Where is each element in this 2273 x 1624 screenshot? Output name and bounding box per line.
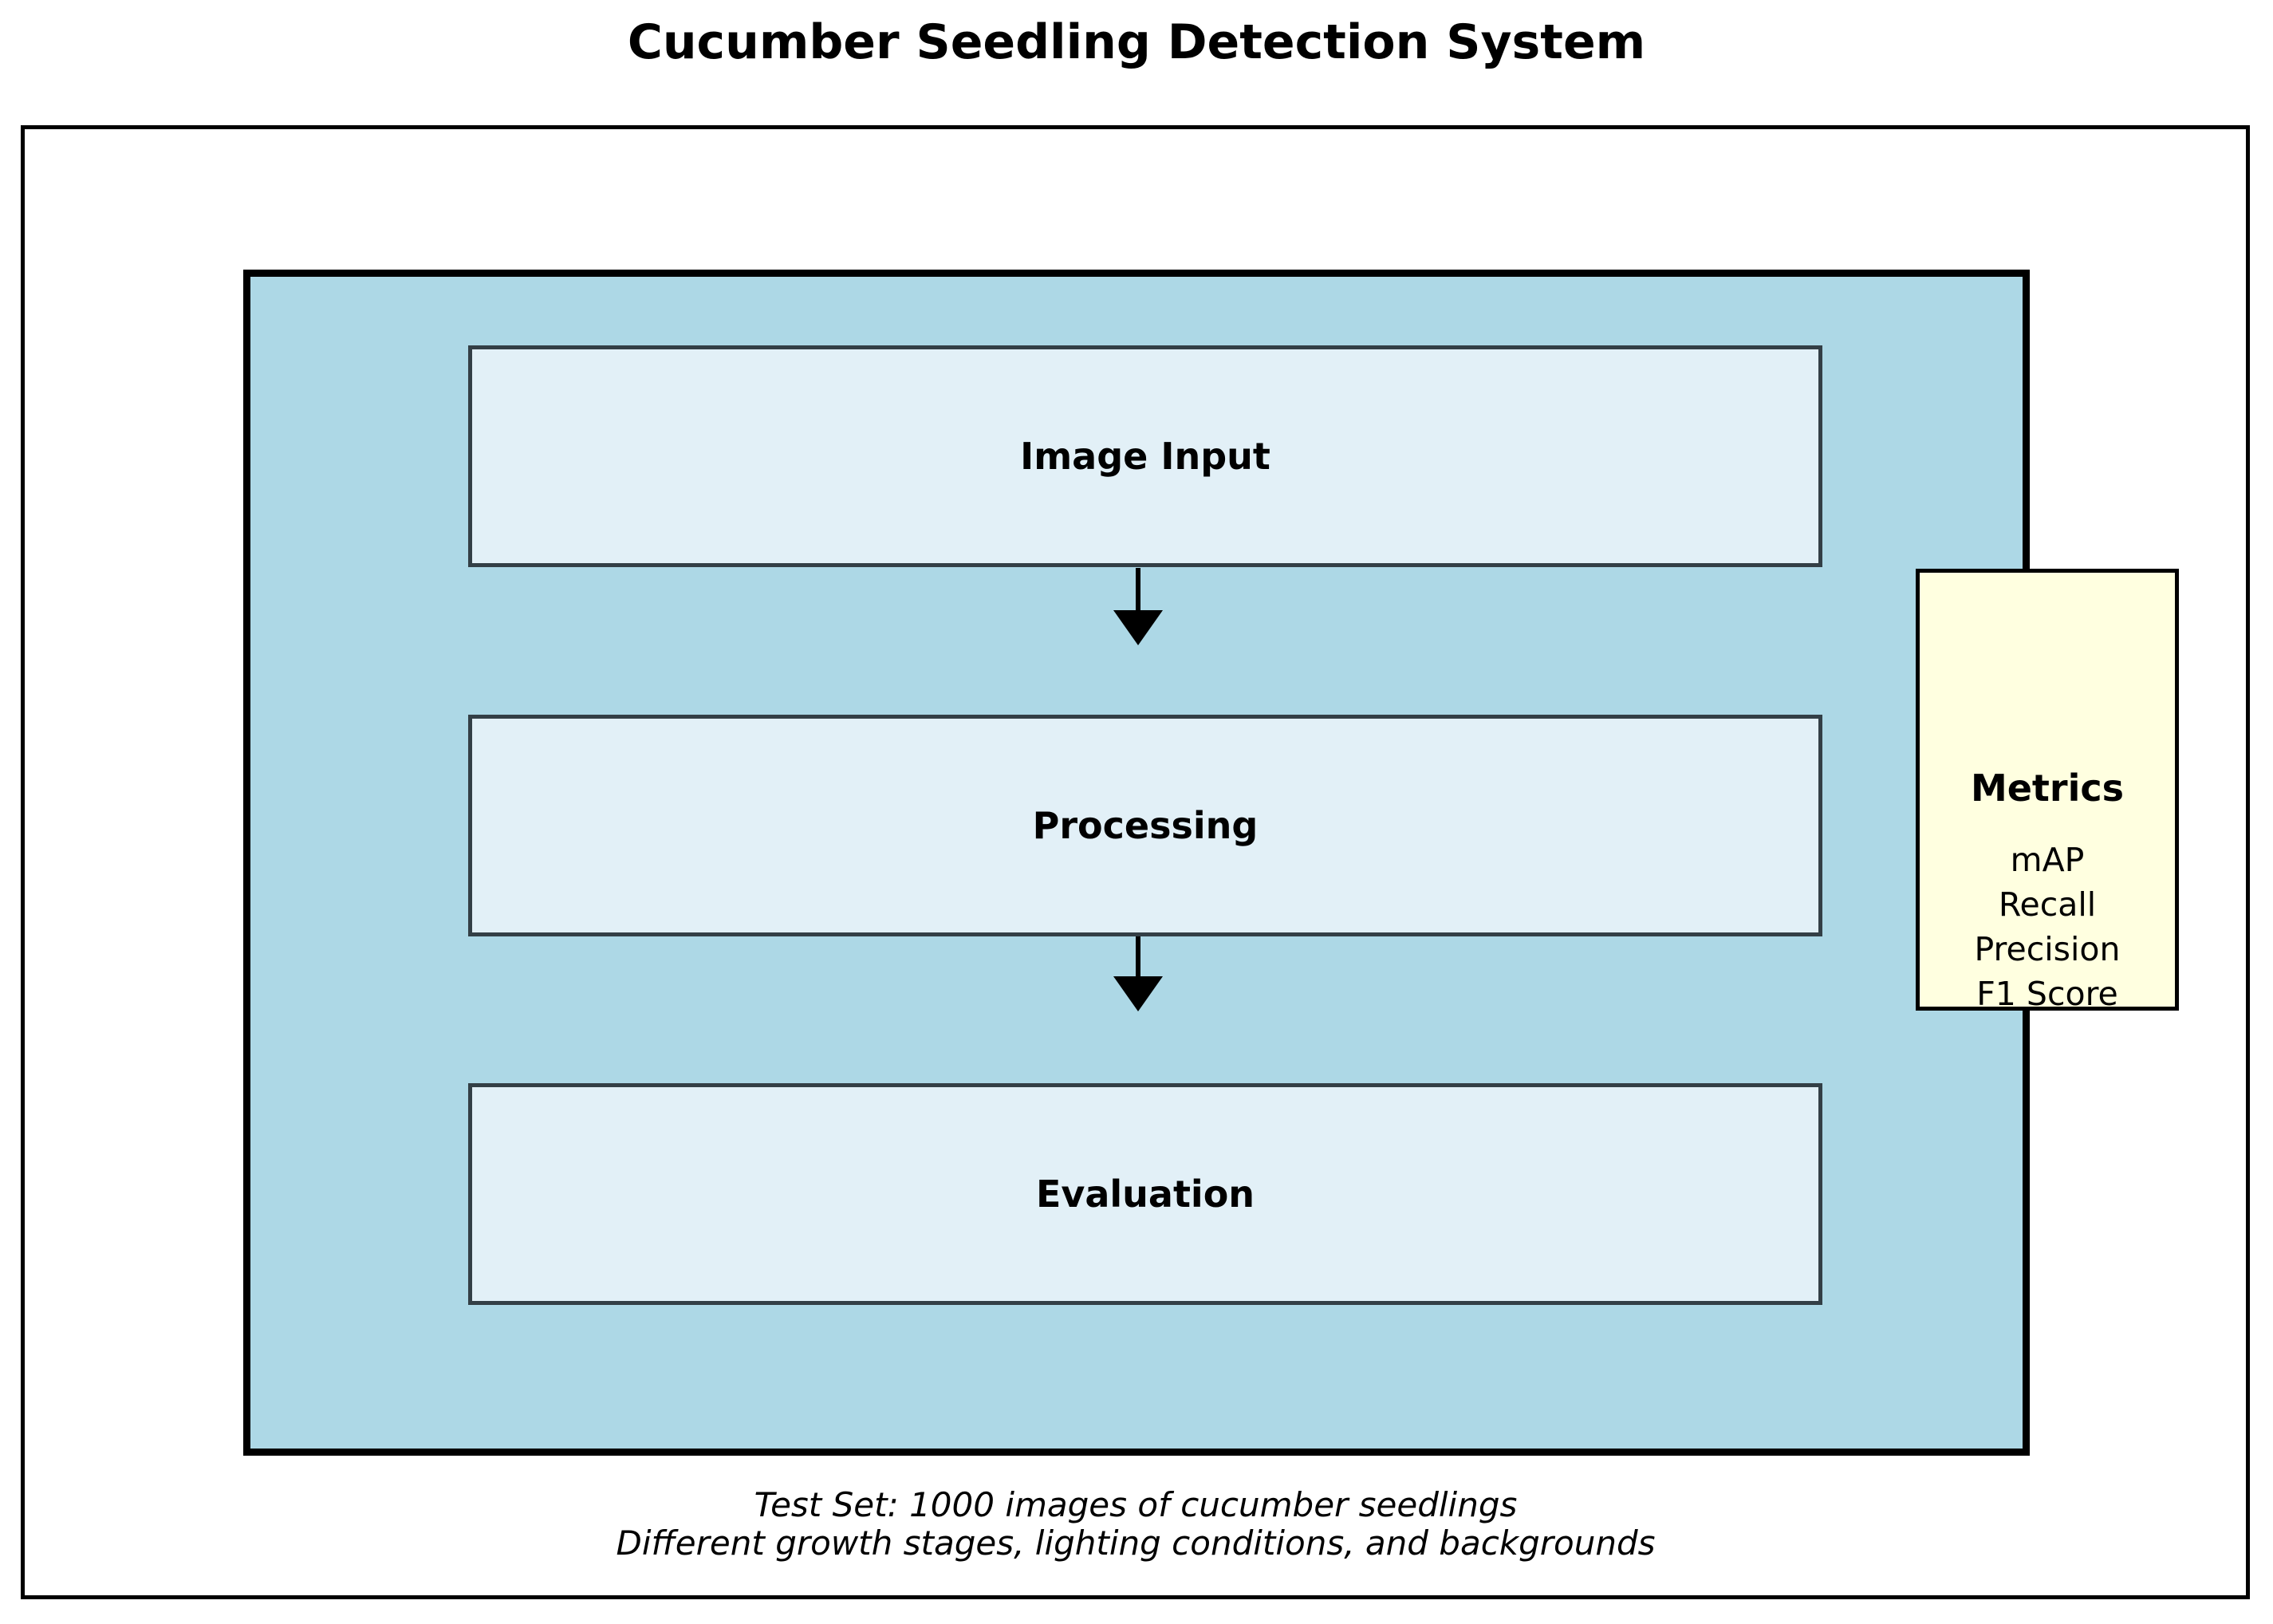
metric-item-recall: Recall	[1998, 885, 2097, 924]
metric-item-map: mAP	[2010, 841, 2085, 879]
metrics-list: mAP Recall Precision F1 Score	[1920, 838, 2175, 1016]
metric-item-precision: Precision	[1974, 930, 2121, 968]
arrow-down-stem-1	[1136, 568, 1140, 612]
caption-test-set: Test Set: 1000 images of cucumber seedli…	[754, 1485, 1518, 1524]
arrow-down-stem-2	[1136, 936, 1140, 979]
arrow-down-icon	[1113, 976, 1163, 1011]
metrics-panel: Metrics mAP Recall Precision F1 Score	[1916, 569, 2179, 1013]
stage-label-processing: Processing	[1032, 804, 1259, 847]
stage-box-image-input: Image Input	[468, 345, 1822, 567]
stage-box-evaluation: Evaluation	[468, 1083, 1822, 1305]
stage-label-image-input: Image Input	[1020, 435, 1270, 478]
arrow-down-icon	[1113, 610, 1163, 645]
caption-conditions: Different growth stages, lighting condit…	[616, 1523, 1656, 1563]
metric-item-f1-score: F1 Score	[1976, 975, 2118, 1013]
stage-label-evaluation: Evaluation	[1035, 1173, 1255, 1216]
metrics-title: Metrics	[1970, 767, 2125, 810]
stage-box-processing: Processing	[468, 715, 1822, 936]
page-title: Cucumber Seedling Detection System	[627, 14, 1646, 70]
